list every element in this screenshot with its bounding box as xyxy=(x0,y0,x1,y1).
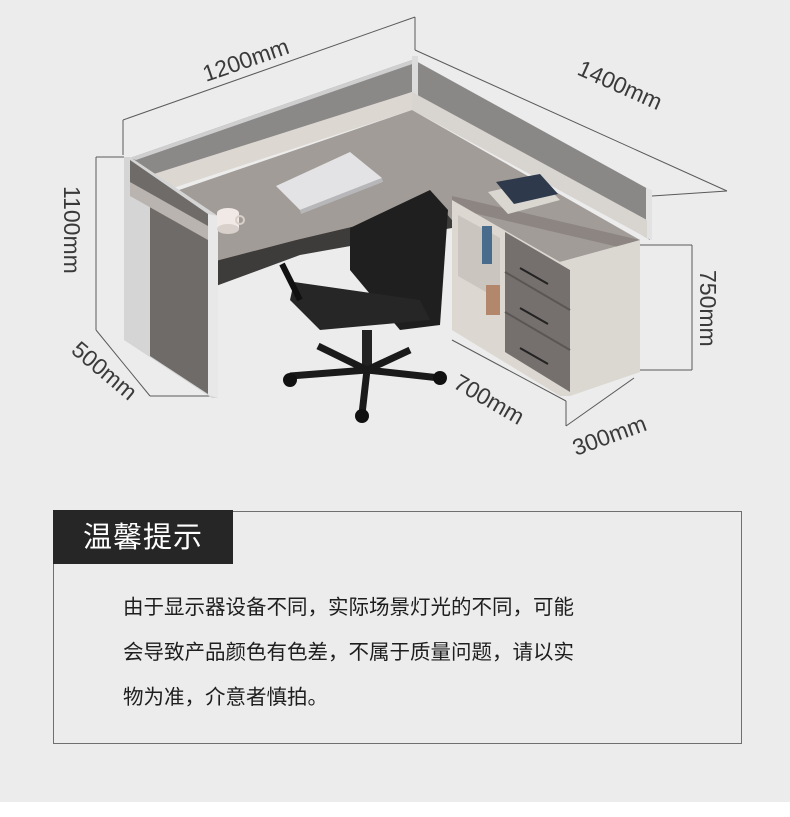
product-illustration: 1200mm 1400mm 1100mm 750mm 500mm 700mm 3… xyxy=(59,16,728,461)
dim-300: 300mm xyxy=(569,410,650,461)
notice-line: 会导致产品颜色有色差，不属于质量问题，请以实 xyxy=(123,640,574,664)
left-side-panel xyxy=(124,157,218,398)
laptop xyxy=(276,152,383,214)
dim-700: 700mm xyxy=(450,369,529,430)
notice-line: 由于显示器设备不同，实际场景灯光的不同，可能 xyxy=(123,595,574,619)
office-chair xyxy=(279,190,448,423)
dim-1400: 1400mm xyxy=(574,55,666,115)
dim-750: 750mm xyxy=(695,270,721,347)
notice-text: 由于显示器设备不同，实际场景灯光的不同，可能 会导致产品颜色有色差，不属于质量问… xyxy=(123,585,683,720)
mug xyxy=(217,208,245,234)
bottom-band xyxy=(0,802,790,817)
dim-500: 500mm xyxy=(67,336,142,405)
magazines xyxy=(488,174,560,214)
notice-line: 物为准，介意者慎拍。 xyxy=(123,685,328,709)
side-cabinet xyxy=(452,200,640,396)
dim-1100: 1100mm xyxy=(59,186,85,274)
notice-box xyxy=(53,511,742,744)
notice-title: 温馨提示 xyxy=(53,510,233,564)
dimension-lines xyxy=(95,16,728,427)
dim-1200: 1200mm xyxy=(199,33,292,87)
back-partition xyxy=(130,56,652,240)
